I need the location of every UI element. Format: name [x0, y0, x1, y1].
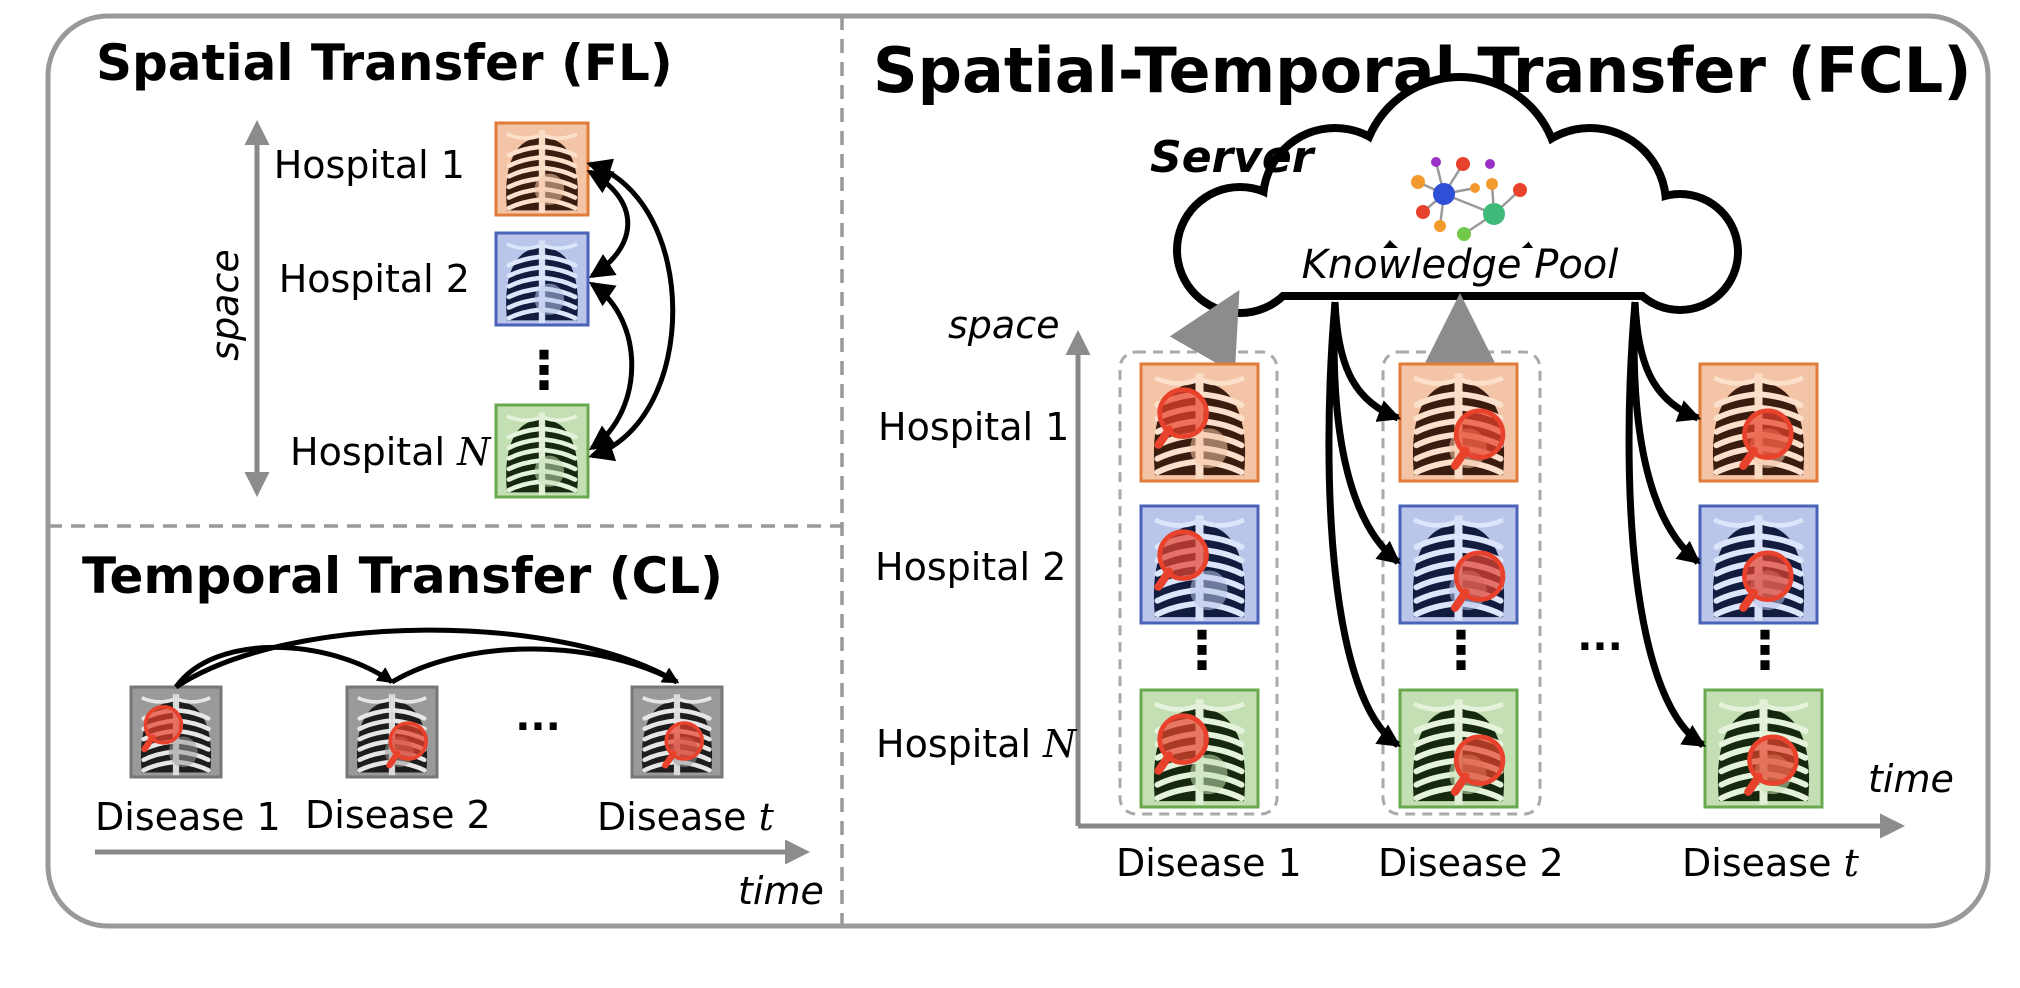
fcl-xray-d2-hospital-1	[1398, 362, 1519, 483]
fcl-xray-dt-hospital-1	[1698, 362, 1819, 483]
fcl-xray-dt-hospital-n	[1703, 688, 1824, 809]
fcl-disease-2-label: Disease 2	[1378, 841, 1564, 885]
fl-hospital-2-label: Hospital 2	[279, 257, 470, 301]
fcl-xray-d1-hospital-2	[1139, 504, 1260, 625]
disease-2-group-box	[1381, 350, 1542, 816]
fl-panel: Spatial Transfer (FL) space Hospital 1 H…	[96, 34, 676, 499]
fl-space-label: space	[203, 249, 247, 360]
fl-title: Spatial Transfer (FL)	[96, 34, 673, 92]
cl-xray-disease-t	[630, 685, 724, 779]
fcl-xray-dt-hospital-2	[1698, 504, 1819, 625]
server-label: Server	[1150, 132, 1316, 183]
fcl-hospital-n-label: Hospital N	[876, 722, 1078, 766]
fcl-panel: Spatial-Temporal Transfer (FCL) Server	[873, 34, 1972, 885]
cl-xray-disease-2	[345, 685, 439, 779]
knowledge-network-icon	[1411, 157, 1527, 241]
cl-arrow-2-t	[390, 646, 680, 685]
server-cloud	[1173, 73, 1742, 317]
fcl-disease-1-label: Disease 1	[1116, 841, 1302, 885]
fl-arrow-2-n	[588, 281, 635, 451]
cl-time-label: time	[738, 869, 824, 913]
fl-xray-hospital-n	[494, 403, 590, 499]
fcl-hospital-2-label: Hospital 2	[875, 545, 1066, 589]
fl-hospital-1-label: Hospital 1	[274, 143, 465, 187]
disease-1-group-box	[1118, 350, 1279, 816]
cl-disease-t-label: Disease t	[597, 795, 775, 839]
outer-frame	[45, 13, 1991, 929]
cl-disease-2-label: Disease 2	[305, 793, 491, 837]
fcl-horizontal-ellipsis: ···	[1577, 624, 1623, 670]
fl-arrow-1-2	[586, 169, 631, 279]
download-arrows	[1325, 301, 1706, 748]
fl-arrow-1-n	[586, 158, 676, 462]
fl-hospital-n-label: Hospital N	[290, 430, 492, 474]
download-arrow-dt-h2	[1630, 301, 1701, 565]
download-arrow-dt-hn	[1625, 301, 1706, 748]
download-arrow-d2-hn	[1325, 301, 1401, 748]
cl-arrow-1-t	[174, 627, 680, 690]
fcl-space-label: space	[948, 303, 1059, 347]
cl-xray-disease-1	[129, 685, 223, 779]
fcl-d1-vertical-ellipsis: ⋮	[1176, 621, 1228, 681]
fl-xray-hospital-1	[494, 121, 590, 217]
download-arrow-d2-h1	[1331, 301, 1402, 422]
fcl-time-label: time	[1868, 757, 1954, 801]
fcl-xray-d2-hospital-n	[1398, 688, 1519, 809]
fcl-disease-t-label: Disease t	[1682, 841, 1860, 885]
cl-horizontal-ellipsis: ···	[515, 704, 561, 750]
fcl-xray-d2-hospital-2	[1398, 504, 1519, 625]
fcl-d2-vertical-ellipsis: ⋮	[1435, 621, 1487, 681]
cl-disease-1-label: Disease 1	[95, 795, 281, 839]
fcl-dt-vertical-ellipsis: ⋮	[1739, 621, 1791, 681]
cl-panel: Temporal Transfer (CL) ··· Disease 1 Dis…	[82, 547, 824, 913]
upload-arrow-disease-1	[1169, 289, 1240, 374]
fl-vertical-ellipsis: ⋮	[518, 341, 570, 401]
knowledge-pool-label: Knowledge Pool	[1302, 242, 1619, 288]
download-arrow-dt-h1	[1631, 301, 1702, 422]
cl-title: Temporal Transfer (CL)	[82, 547, 723, 605]
fl-xray-hospital-2	[494, 231, 590, 327]
download-arrow-d2-h2	[1330, 301, 1401, 565]
fcl-xray-d1-hospital-n	[1139, 688, 1260, 809]
fcl-xray-d1-hospital-1	[1139, 362, 1260, 483]
fcl-hospital-1-label: Hospital 1	[878, 405, 1069, 449]
